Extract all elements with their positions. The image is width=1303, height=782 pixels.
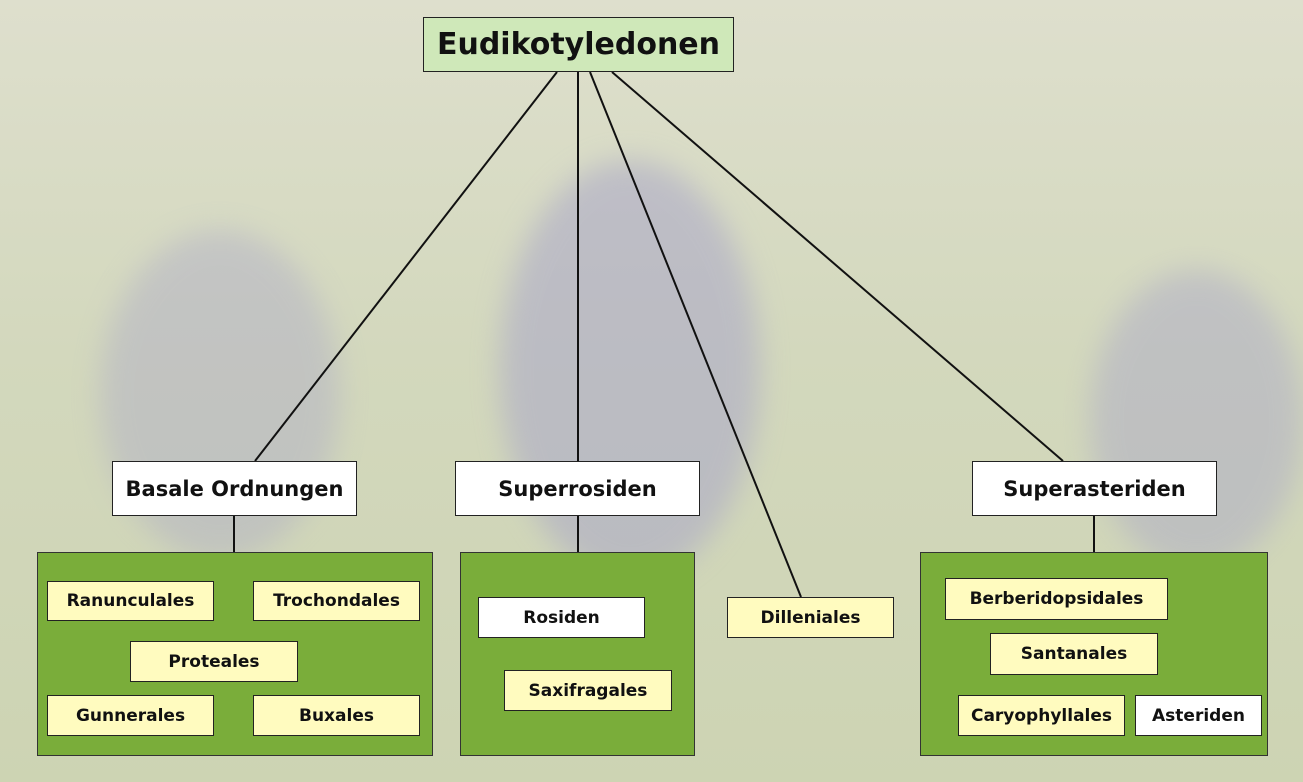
superrosids-node: Superrosiden — [455, 461, 700, 516]
root-node: Eudikotyledonen — [423, 17, 734, 72]
clade-rosiden: Rosiden — [478, 597, 645, 638]
order-santanales: Santanales — [990, 633, 1158, 675]
superasterids-node: Superasteriden — [972, 461, 1217, 516]
edge-root-dilleniales — [589, 71, 802, 598]
order-dilleniales: Dilleniales — [727, 597, 894, 638]
edge-root-basal — [254, 71, 558, 462]
rosids-group — [460, 552, 695, 756]
order-ranunculales: Ranunculales — [47, 581, 214, 621]
clade-asteriden: Asteriden — [1135, 695, 1262, 736]
order-trochondales: Trochondales — [253, 581, 420, 621]
order-saxifragales: Saxifragales — [504, 670, 672, 711]
order-buxales: Buxales — [253, 695, 420, 736]
basal-node: Basale Ordnungen — [112, 461, 357, 516]
order-caryophyllales: Caryophyllales — [958, 695, 1125, 736]
order-proteales: Proteales — [130, 641, 298, 682]
order-berberidopsidales: Berberidopsidales — [945, 578, 1168, 620]
order-gunnerales: Gunnerales — [47, 695, 214, 736]
background-flower — [1090, 270, 1303, 570]
edge-root-asterids — [611, 71, 1064, 462]
